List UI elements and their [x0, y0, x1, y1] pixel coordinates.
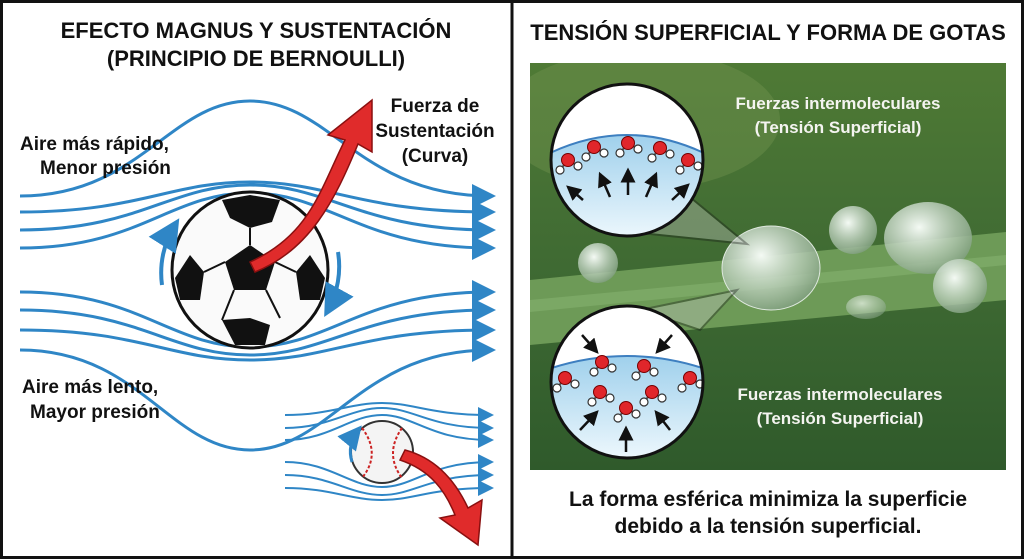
water-drop [829, 206, 877, 254]
streamline [284, 406, 494, 436]
bottom-label-line2: (Tensión Superficial) [757, 409, 924, 428]
streamline [19, 183, 496, 242]
streamline [19, 298, 496, 357]
water-molecule [653, 141, 667, 155]
water-molecule [683, 371, 697, 385]
water-molecule [619, 401, 633, 415]
water-drop [846, 295, 886, 319]
water-molecule [561, 153, 575, 167]
top-label-line2: (Tensión Superficial) [755, 118, 922, 137]
force-arrow [581, 334, 599, 354]
streamline [19, 180, 496, 224]
caption-line1: La forma esférica minimiza la superficie [569, 488, 967, 511]
water-drop-large [721, 225, 821, 311]
baseball-streamlines [284, 401, 494, 502]
force-arrow [654, 410, 671, 431]
left-title-line2: (PRINCIPIO DE BERNOULLI) [107, 46, 405, 71]
water-molecule [645, 385, 659, 399]
magnus-panel: EFECTO MAGNUS Y SUSTENTACIÓN (PRINCIPIO … [19, 18, 496, 547]
magnifier-bottom [549, 304, 705, 460]
magnifier-top [549, 82, 705, 238]
lift-label-line2: Sustentación [375, 121, 494, 142]
soccer-ball [170, 190, 330, 350]
spin-arrow-right [324, 251, 354, 318]
caption-line2: debido a la tensión superficial. [615, 515, 922, 538]
force-arrow [671, 183, 690, 201]
streamline [19, 338, 496, 452]
slow-air-label-line2: Mayor presión [30, 402, 160, 423]
water-molecule [593, 385, 607, 399]
top-label-line1: Fuerzas intermoleculares [735, 94, 940, 113]
force-arrow [579, 410, 599, 431]
right-title: TENSIÓN SUPERFICIAL Y FORMA DE GOTAS [530, 20, 1006, 45]
left-title-line1: EFECTO MAGNUS Y SUSTENTACIÓN [61, 18, 452, 43]
lift-force-arrow [248, 98, 373, 273]
water-molecule [595, 355, 609, 369]
water-molecule [681, 153, 695, 167]
force-arrow [598, 171, 612, 198]
streamline [284, 413, 494, 448]
water-drop [884, 202, 972, 274]
lift-label-line3: (Curva) [402, 146, 469, 167]
force-arrow [566, 185, 584, 201]
water-molecule [558, 371, 572, 385]
streamline [284, 454, 494, 489]
streamline [19, 99, 496, 208]
force-arrow [655, 334, 673, 354]
baseball-curve-arrow [398, 449, 483, 547]
bottom-label-line1: Fuerzas intermoleculares [737, 385, 942, 404]
fast-air-label-line1: Aire más rápido, [20, 134, 169, 155]
streamline [19, 318, 496, 362]
water-molecule [587, 140, 601, 154]
lift-label-line1: Fuerza de [391, 96, 480, 117]
water-molecule [637, 359, 651, 373]
streamline [284, 401, 494, 423]
water-molecule [621, 136, 635, 150]
baseball-spin-arrow [337, 425, 362, 463]
water-drop [578, 243, 618, 283]
water-drop [933, 259, 987, 313]
spin-arrow-left [148, 218, 180, 286]
force-arrow [644, 171, 658, 198]
fast-air-label-line2: Menor presión [40, 158, 171, 179]
surface-tension-panel: TENSIÓN SUPERFICIAL Y FORMA DE GOTAS [530, 20, 1006, 538]
slow-air-label-line1: Aire más lento, [22, 377, 158, 398]
